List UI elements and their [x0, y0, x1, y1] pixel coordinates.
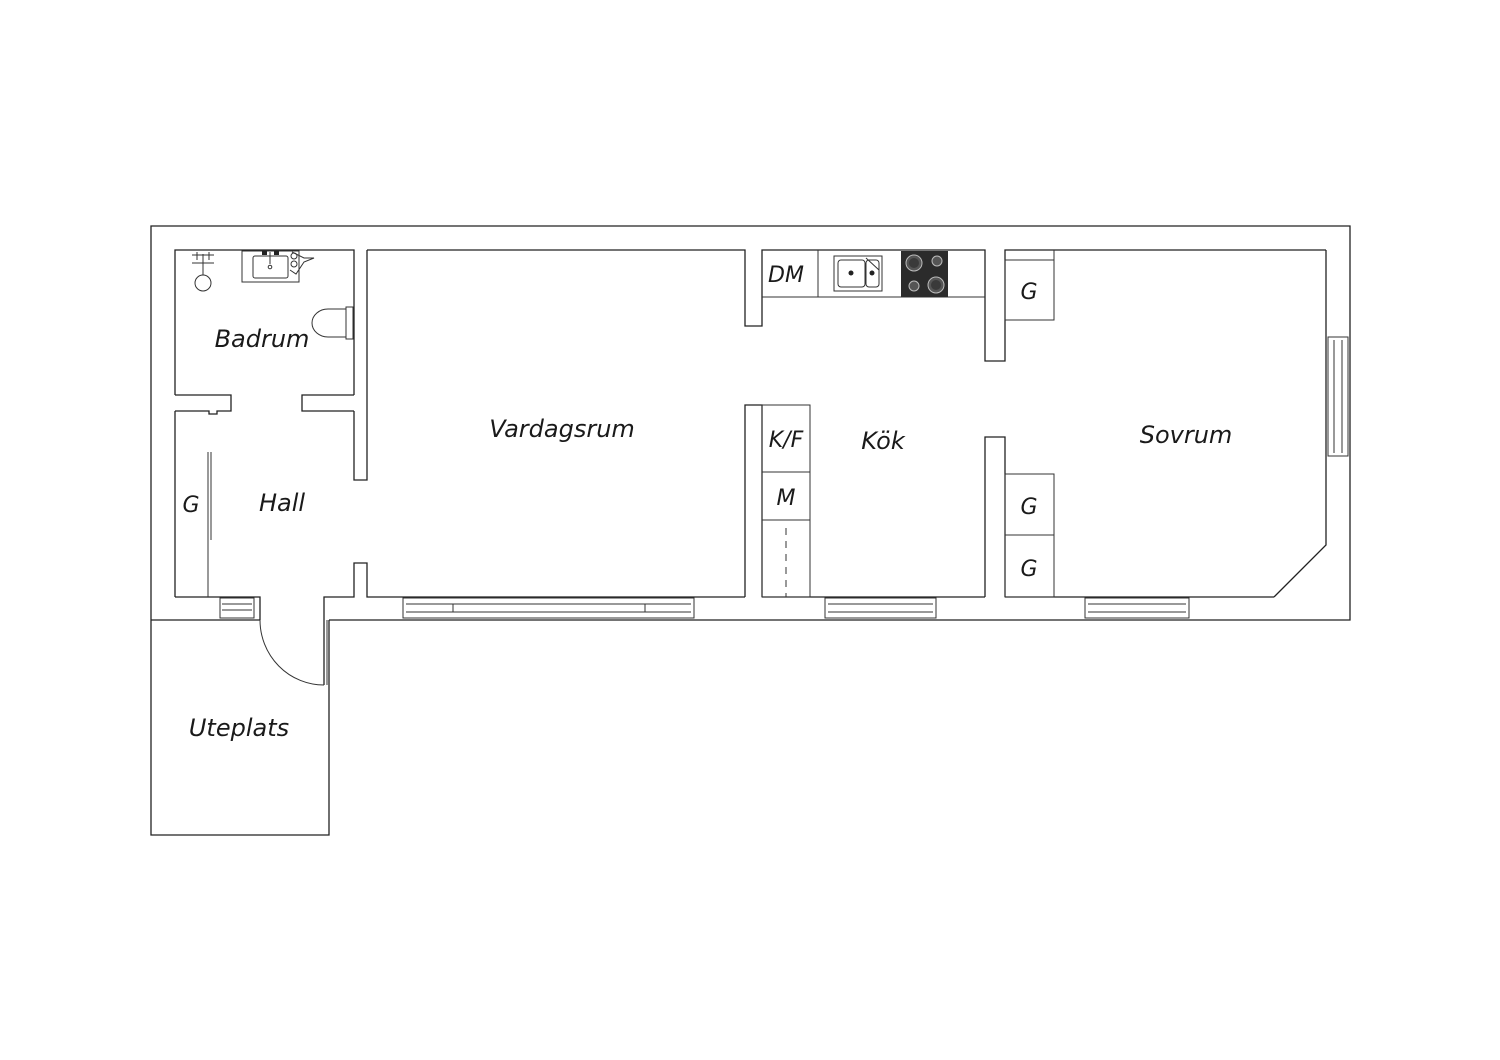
sovrum-wardrobe-top-label: G [1020, 280, 1037, 305]
uteplats-area [150, 620, 330, 836]
sovrum-wardrobe-bottom-label: G [1020, 557, 1037, 582]
hall-wardrobe-label: G [182, 493, 199, 518]
stove-icon [901, 251, 948, 297]
room-label-vardagsrum: Vardagsrum [489, 415, 635, 443]
room-label-uteplats: Uteplats [189, 714, 289, 742]
shower-icon [192, 252, 214, 292]
sovrum-wardrobe-mid-label: G [1020, 495, 1037, 520]
microwave-label: M [777, 486, 796, 511]
sovrum-wardrobes [1004, 250, 1055, 598]
windows [219, 336, 1349, 619]
hall-wardrobe [207, 452, 212, 597]
hall-window [219, 597, 255, 619]
sink-icon [241, 250, 315, 283]
vardagsrum-window [402, 597, 695, 619]
toilet-icon [311, 306, 354, 340]
room-label-hall: Hall [259, 489, 305, 517]
entrance-door [259, 619, 328, 686]
sovrum-window-side [1327, 336, 1349, 457]
dishwasher-label: DM [768, 263, 804, 288]
room-label-badrum: Badrum [215, 325, 310, 353]
kitchen-sink-icon [833, 255, 883, 292]
fridge-freezer-label: K/F [769, 428, 804, 453]
kitchen-tall-units [761, 404, 811, 598]
room-label-kok: Kök [861, 427, 906, 455]
sovrum-window-bottom [1084, 597, 1190, 619]
kok-window [824, 597, 937, 619]
room-label-sovrum: Sovrum [1140, 421, 1233, 449]
